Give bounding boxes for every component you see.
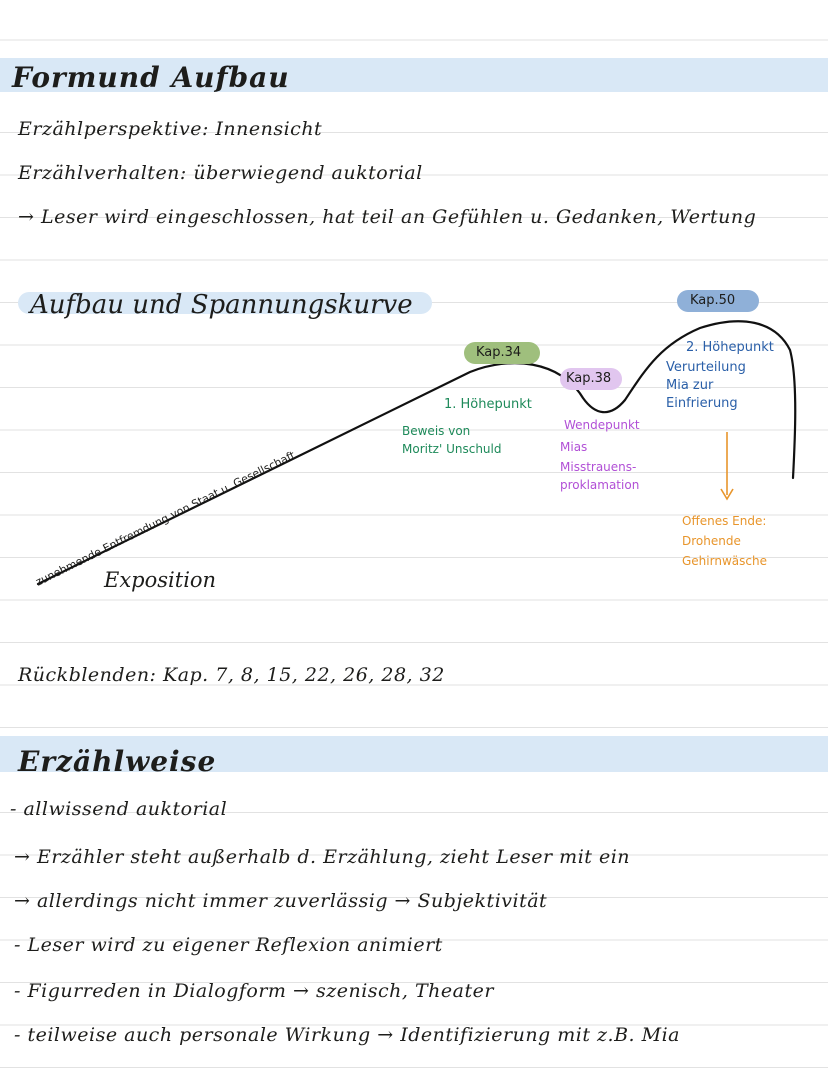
kap34-label: Kap.34 [476,345,522,360]
turn-title: Wendepunkt [564,418,640,432]
kap38-pill [560,368,622,390]
flashbacks-line: Rückblenden: Kap. 7, 8, 15, 22, 26, 28, … [18,664,445,686]
text-line: - Figurreden in Dialogform → szenisch, T… [14,980,494,1002]
text-line: - allwissend auktorial [10,798,228,820]
peak1-desc: Moritz' Unschuld [402,442,502,456]
kap34-pill [464,342,540,364]
text-line: → allerdings nicht immer zuverlässig → S… [14,890,548,912]
peak2-line-2: Mia zur [666,378,714,393]
end-line-3: Gehirnwäsche [682,554,767,568]
text-line: - teilweise auch personale Wirkung → Ide… [14,1024,680,1046]
text-line: → Erzähler steht außerhalb d. Erzählung,… [14,846,631,868]
turn-desc-3: proklamation [560,478,640,492]
kap38-label: Kap.38 [566,371,612,386]
title-highlight [18,292,432,314]
text-line: Erzählperspektive: Innensicht [18,118,323,140]
end-line-2: Drohende [682,534,741,548]
turn-desc-2: Misstrauens- [560,460,637,474]
heading-highlight [0,736,828,772]
peak2-line-3: Einfrierung [666,396,738,411]
curve-title: Aufbau und Spannungskurve [30,290,413,320]
section-heading-form: Formund Aufbau [12,61,290,94]
kap50-pill [677,290,759,312]
exposition-label: Exposition [104,568,217,592]
peak1-title: 1. Höhepunkt [444,397,532,412]
text-line: Erzählverhalten: überwiegend auktorial [18,162,423,184]
peak1-desc-1: Beweis von [402,424,471,438]
section-heading-erzaehlweise: Erzählweise [18,745,217,778]
peak2-line-1: Verurteilung [666,360,746,375]
peak2-title: 2. Höhepunkt [686,340,774,355]
kap50-label: Kap.50 [690,293,736,308]
end-line-1: Offenes Ende: [682,514,767,528]
text-line: - Leser wird zu eigener Reflexion animie… [14,934,443,956]
text-line: → Leser wird eingeschlossen, hat teil an… [18,206,757,228]
turn-desc-1: Mias [560,440,588,454]
heading-highlight [0,58,828,92]
